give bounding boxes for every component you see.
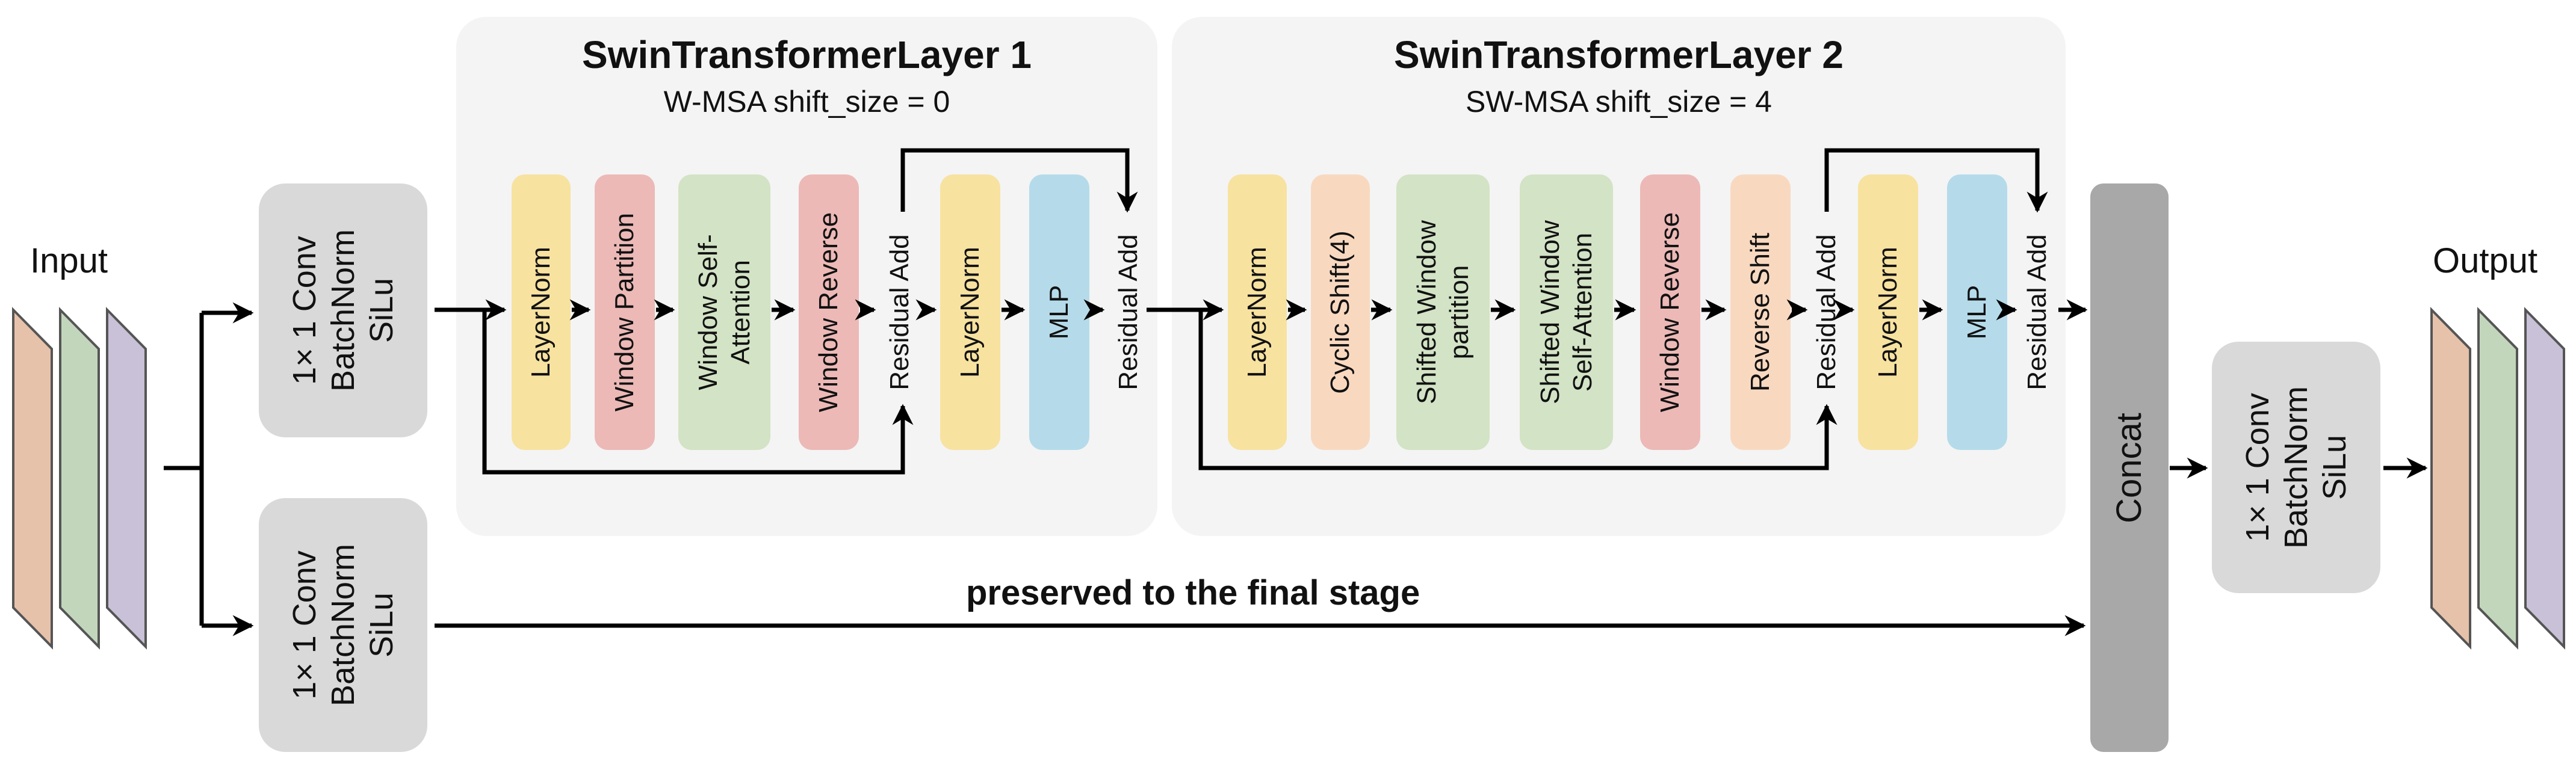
swin-layer-2-subtitle: SW-MSA shift_size = 4: [1466, 85, 1772, 119]
l1-window-reverse: Window Reverse: [799, 174, 859, 450]
l2-window-reverse: Window Reverse: [1640, 174, 1700, 450]
l1-window-partition: Window Partition: [595, 174, 655, 450]
concat-block: Concat: [2090, 183, 2169, 752]
conv-block-right: 1× 1 Conv BatchNorm SiLu: [2212, 342, 2380, 593]
l2-shifted-window-self-attention: Shifted Window Self-Attention: [1520, 174, 1613, 450]
input-features-icon: [12, 307, 147, 650]
l1-layernorm-1: LayerNorm: [512, 174, 571, 450]
l1-skip-top: [900, 148, 1138, 213]
l2-shifted-window-partition: Shifted Window partition: [1396, 174, 1490, 450]
input-label: Input: [30, 241, 108, 280]
l1-layernorm-2: LayerNorm: [940, 174, 1000, 450]
l1-mlp: MLP: [1029, 174, 1089, 450]
swin-layer-1-subtitle: W-MSA shift_size = 0: [663, 85, 950, 119]
l2-layernorm-2: LayerNorm: [1858, 174, 1918, 450]
conv-block-top: 1× 1 Conv BatchNorm SiLu: [259, 183, 427, 437]
l1-window-self-attention: Window Self- Attention: [678, 174, 770, 450]
conv-block-bottom: 1× 1 Conv BatchNorm SiLu: [259, 498, 427, 752]
l2-reverse-shift: Reverse Shift: [1730, 174, 1791, 450]
l2-layernorm-1: LayerNorm: [1228, 174, 1287, 450]
swin-layer-1-title: SwinTransformerLayer 1: [582, 33, 1032, 76]
l1-skip-bottom: [482, 310, 914, 475]
input-fork-line: [164, 313, 204, 626]
output-label: Output: [2433, 241, 2538, 280]
output-features-icon: [2430, 307, 2565, 650]
preserved-label: preserved to the final stage: [966, 573, 1420, 612]
swin-layer-2-title: SwinTransformerLayer 2: [1394, 33, 1844, 76]
l2-cyclic-shift: Cyclic Shift(4): [1311, 174, 1370, 450]
l2-skip-top: [1824, 148, 2048, 213]
l2-skip-bottom: [1198, 310, 1838, 470]
